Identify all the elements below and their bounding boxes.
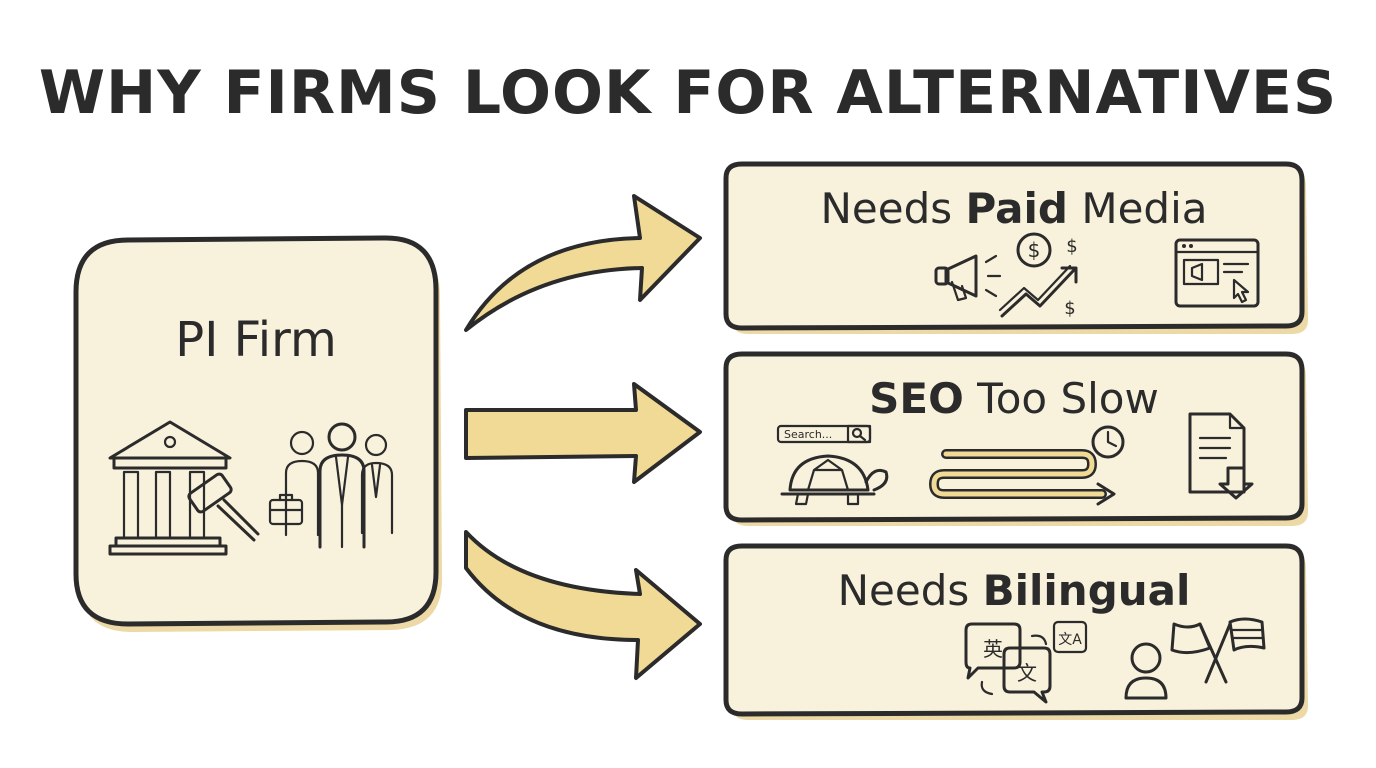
- glyph-chinese-a: 英: [983, 637, 1003, 661]
- source-box: [73, 235, 442, 632]
- translate-icon: 文A: [1052, 620, 1088, 654]
- megaphone-icon: [934, 254, 1002, 302]
- svg-text:文A: 文A: [1058, 632, 1082, 648]
- svg-text:$: $: [1028, 238, 1041, 262]
- arrow-to-bilingual: [464, 530, 702, 680]
- reason-box-paid-media: [723, 161, 1308, 334]
- translation-bubbles-icon: 英 文: [964, 622, 1052, 704]
- reason-bold: Paid: [965, 184, 1068, 233]
- reason-bold: Bilingual: [982, 566, 1191, 615]
- briefcase-icon: [268, 493, 304, 526]
- reason-bold: SEO: [869, 374, 964, 423]
- person-icon: [1124, 642, 1168, 700]
- reason-label-bilingual: Needs Bilingual: [726, 566, 1302, 615]
- svg-text:$: $: [1064, 298, 1075, 319]
- rising-trend-icon: [998, 264, 1078, 318]
- reason-label-paid-media: Needs Paid Media: [726, 184, 1302, 233]
- reason-prefix: Needs: [820, 184, 966, 233]
- winding-path-icon: [928, 449, 1116, 506]
- turtle-icon: [780, 454, 889, 506]
- arrow-to-paid-media: [464, 194, 702, 332]
- gavel-icon: [187, 472, 260, 542]
- search-placeholder: Search...: [784, 428, 832, 441]
- reason-box-seo: [723, 351, 1308, 526]
- reason-prefix: Needs: [837, 566, 983, 615]
- diagram-title: WHY FIRMS LOOK FOR ALTERNATIVES: [38, 58, 1338, 128]
- search-bar-icon: Search...: [776, 424, 872, 444]
- glyph-chinese-b: 文: [1017, 661, 1037, 685]
- lawyers-group-icon: [284, 422, 394, 549]
- dollar-coin-icon: $ $ $: [1016, 232, 1078, 319]
- flags-icon: [1170, 617, 1266, 684]
- courthouse-icon: [108, 420, 232, 556]
- source-label: PI Firm: [175, 312, 337, 368]
- web-ad-icon: [1174, 238, 1260, 308]
- document-download-icon: [1188, 412, 1254, 500]
- reason-suffix: Media: [1067, 184, 1208, 233]
- reason-label-seo: SEO Too Slow: [726, 374, 1302, 423]
- clock-icon: [1091, 425, 1125, 459]
- arrow-to-seo: [464, 382, 702, 484]
- svg-text:$: $: [1066, 236, 1077, 257]
- reason-suffix: Too Slow: [963, 374, 1159, 423]
- reason-box-bilingual: [723, 543, 1308, 720]
